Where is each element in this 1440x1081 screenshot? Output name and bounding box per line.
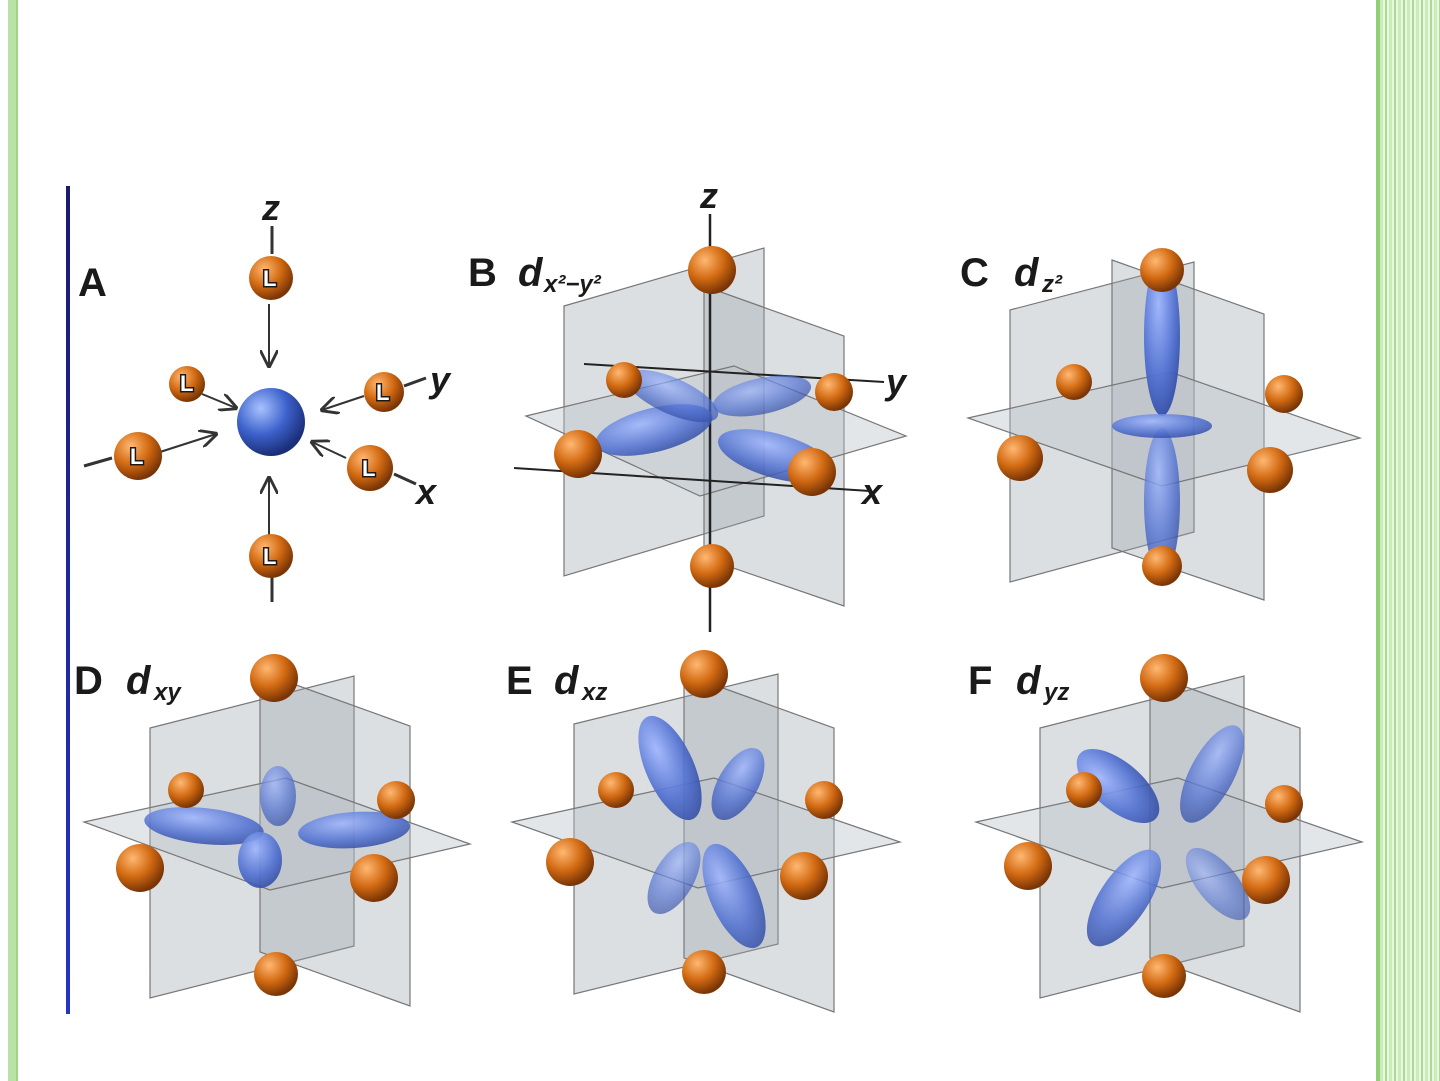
panel-f: F d yz [968, 654, 1362, 1012]
panel-d-orbital: d [126, 659, 152, 703]
ligand-front-left: L [114, 432, 162, 480]
panel-d: D d xy [74, 654, 470, 1006]
ligand-back-right: L [364, 372, 404, 412]
panel-b-label: B [468, 251, 497, 295]
panel-c: C d z² [960, 248, 1360, 600]
panel-e-label: E [506, 659, 533, 703]
panel-b-z-label: z [699, 186, 718, 216]
panel-a-x-label: x [414, 471, 438, 512]
d-orbital-figure: A z y x L L [64, 186, 1364, 1016]
panel-f-label: F [968, 659, 992, 703]
svg-text:L: L [180, 371, 193, 396]
panel-c-orbital: d [1014, 251, 1040, 295]
ligand-back-left: L [169, 366, 205, 402]
panel-b-y-label: y [884, 361, 908, 402]
left-border [8, 0, 18, 1081]
panel-f-orbital-sub: yz [1043, 679, 1069, 706]
panel-a-label: A [78, 261, 107, 305]
panel-b-orbital-sub: x²−y² [542, 271, 602, 298]
metal-center [237, 388, 305, 456]
svg-text:L: L [376, 380, 389, 405]
svg-text:L: L [130, 444, 143, 469]
panel-b: B d x²−y² z y x [468, 186, 908, 632]
panel-d-orbital-sub: xy [152, 679, 182, 706]
panel-a-z-label: z [261, 187, 280, 228]
panel-b-orbital: d [518, 251, 544, 295]
svg-text:L: L [362, 456, 375, 481]
panel-a-y-label: y [428, 359, 452, 400]
svg-text:L: L [263, 544, 276, 569]
panel-e-orbital: d [554, 659, 580, 703]
panel-e: E d xz [506, 650, 900, 1012]
panel-f-orbital: d [1016, 659, 1042, 703]
ligand-bottom: L [249, 534, 293, 578]
ligand-front-right: L [347, 445, 393, 491]
panel-d-label: D [74, 659, 103, 703]
panel-e-orbital-sub: xz [580, 679, 607, 706]
panel-a: A z y x L L [78, 187, 452, 602]
ligand-top: L [249, 256, 293, 300]
right-border [1380, 0, 1440, 1081]
svg-text:L: L [263, 266, 276, 291]
panel-c-orbital-sub: z² [1041, 271, 1063, 298]
panel-c-label: C [960, 251, 989, 295]
